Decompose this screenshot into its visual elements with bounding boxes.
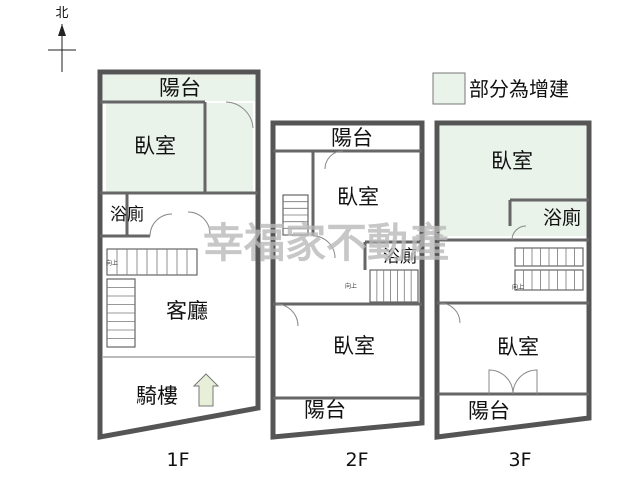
legend-label: 部分為增建 — [469, 77, 569, 101]
addition-area-bedroom — [106, 103, 253, 192]
floor-1f: 向上 陽台 臥室 浴廁 客廳 騎樓 1F — [97, 69, 261, 471]
watermark-text: 幸福家不動產 — [203, 219, 449, 267]
door-swing-bedroom-1f — [225, 101, 254, 129]
room-label-bedroom-rear-2f: 臥室 — [333, 334, 375, 358]
stair-run-rear-2f — [369, 269, 419, 303]
stairs-3f: 向上 — [512, 247, 584, 291]
room-label-bedroom-rear-3f: 臥室 — [497, 335, 539, 359]
north-arrow-icon — [58, 24, 66, 36]
legend: 部分為增建 — [432, 72, 569, 105]
stair-up-label-3f: 向上 — [512, 283, 524, 291]
outer-wall-2f — [270, 120, 425, 440]
door-swing-rear-2f — [275, 303, 299, 327]
room-label-balcony-bottom-3f: 陽台 — [468, 399, 510, 423]
entrance-arrow-icon — [192, 373, 220, 407]
north-compass: 北 — [48, 6, 76, 72]
door-swing-hall-1f — [187, 211, 211, 235]
room-label-bathroom: 浴廁 — [110, 204, 144, 225]
room-label-balcony: 陽台 — [159, 76, 201, 100]
room-label-bathroom-3f: 浴廁 — [543, 206, 581, 229]
door-swing-bath-3f — [511, 225, 527, 241]
room-label-bedroom-front-2f: 臥室 — [337, 185, 379, 209]
door-swing-front-2f — [312, 235, 336, 259]
room-label-living: 客廳 — [166, 299, 208, 323]
door-swing-bath-1f — [149, 213, 173, 237]
room-label-bathroom-2f: 浴廁 — [383, 246, 417, 267]
floor-label-2f: 2F — [345, 449, 368, 471]
floor-label-1f: 1F — [166, 449, 189, 471]
door-swing-balcony-left-3f — [488, 369, 514, 395]
stair-steps-3f — [523, 248, 575, 290]
stair-up-label-2f: 向上 — [345, 282, 357, 290]
outer-wall-3f — [434, 120, 592, 440]
stair-steps-1f — [107, 249, 188, 339]
north-label: 北 — [55, 6, 68, 21]
floor-label-3f: 3F — [508, 449, 531, 471]
floor-3f: 向上 臥室 浴廁 臥室 陽台 3F — [434, 120, 592, 471]
stair-run-upper-1f — [106, 248, 198, 276]
door-swing-rear-3f — [439, 302, 461, 324]
room-label-arcade: 騎樓 — [136, 384, 178, 408]
addition-area-3f — [440, 126, 586, 236]
door-swing-balcony-right-3f — [512, 369, 538, 395]
room-label-bedroom: 臥室 — [134, 134, 176, 158]
stairs-2f: 向上 — [282, 194, 419, 303]
legend-swatch — [432, 72, 466, 105]
stair-steps-2f — [283, 201, 412, 302]
stair-up-label-1f: 向上 — [106, 259, 118, 267]
floor-2f: 向上 陽台 臥室 浴廁 臥室 陽台 2F — [270, 120, 425, 471]
room-label-bedroom-front-3f: 臥室 — [491, 149, 533, 173]
room-label-balcony-top-2f: 陽台 — [331, 126, 373, 150]
room-label-balcony-bottom-2f: 陽台 — [304, 398, 346, 422]
door-swing-balcony-2f — [324, 150, 344, 170]
addition-area-balcony — [103, 75, 255, 101]
outer-wall-1f — [97, 69, 261, 441]
stairs-1f: 向上 — [106, 248, 198, 348]
